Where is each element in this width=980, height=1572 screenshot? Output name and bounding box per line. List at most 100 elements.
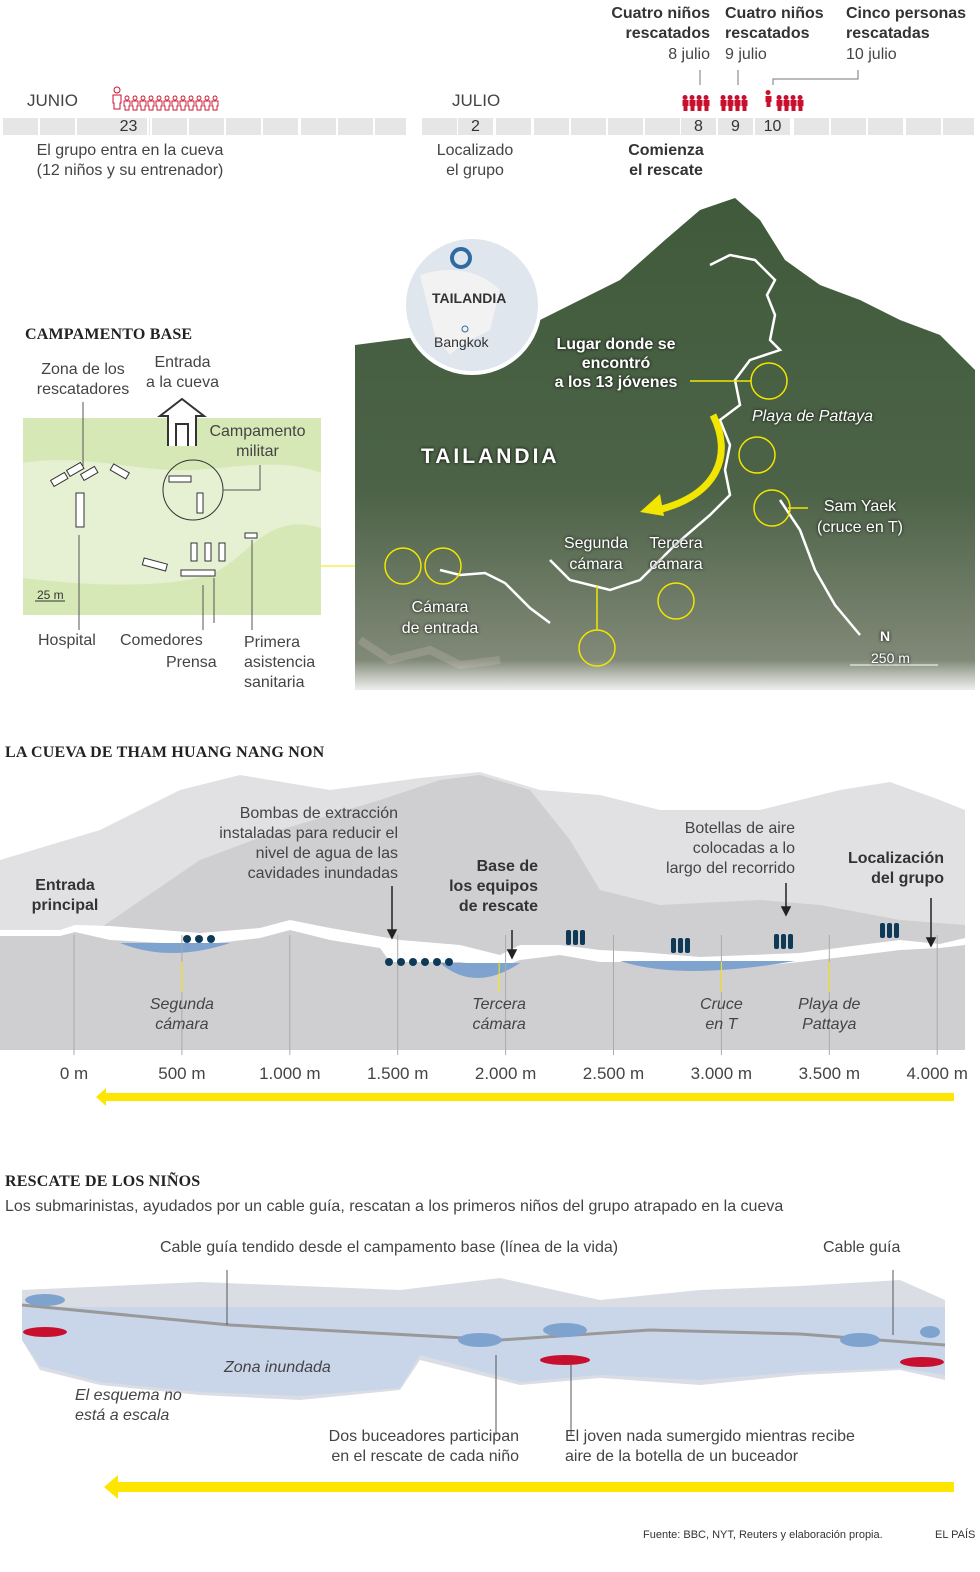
label-cable: Cable guía [823,1239,901,1256]
label-samyaek: Sam Yaek(cruce en T) [817,498,903,536]
event-3-title: Cinco personas rescatadas [846,5,967,42]
timeline-cell [570,118,608,135]
camp-drawing [23,459,321,602]
satellite-map [355,198,975,695]
distance-label: 4.000 m [906,1064,968,1083]
air-tank-icon [678,938,683,953]
timeline-cell [151,118,189,135]
distance-label: 2.000 m [474,1064,537,1083]
rescued-person-icon [783,95,790,111]
day-9: 9 [718,118,755,135]
month-julio: JULIO [452,91,501,110]
north-icon: N [880,628,891,644]
air-tank-icon [894,923,899,938]
distance-label: 1.500 m [366,1064,429,1083]
timeline-cell [868,118,906,135]
timeline-cell [533,118,571,135]
event-1-title: Cuatro niños rescatados [611,5,710,42]
air-tank-icon [580,930,585,945]
inset-city: Bangkok [434,334,489,350]
pump-icons [183,935,453,966]
direction-arrow-bottom [104,1475,954,1499]
timeline-cell [905,118,943,135]
rescued-person-icon [776,95,783,111]
person-icon [155,95,163,111]
timeline-cell [942,118,976,135]
timeline-cell [794,118,831,135]
timeline-cell [608,118,645,135]
timeline-cell [300,118,338,135]
person-icon [147,95,155,111]
location-markers [384,362,808,667]
label-flooded: Zona inundada [224,1359,331,1376]
cave-title: LA CUEVA DE THAM HUANG NANG NON [5,744,325,761]
distance-label: 3.000 m [690,1064,753,1083]
event-2-date: 9 julio [725,46,767,63]
rescue-diagram [21,1270,954,1499]
diver-icons [25,1294,940,1347]
rescued-person-icon [741,95,748,111]
camp-scale: 25 m [37,588,64,602]
route-line [549,253,783,592]
child-icons [23,1327,944,1367]
event-1-date: 8 julio [668,46,710,63]
rescued-person-icon [689,95,696,111]
timeline-cell [263,118,301,135]
person-icon [211,95,219,111]
inset-country: TAILANDIA [432,290,507,306]
camp-leaders [78,397,357,630]
group-people-icon [112,86,219,111]
rescued-person-icon [703,95,710,111]
distance-label: 1.000 m [259,1064,321,1083]
person-icon [179,95,187,111]
person-icon [163,95,171,111]
rescued-person-icon [727,95,734,111]
cave-profile [0,772,965,1106]
person-icon [195,95,203,111]
rescued-person-icon [797,95,804,111]
event-leaders [699,70,859,85]
timeline-cell [831,118,869,135]
rescued-person-icon [720,95,727,111]
timeline-cell [226,118,264,135]
distance-label: 0 m [59,1064,89,1083]
timeline-cell [337,118,375,135]
camp-title: CAMPAMENTO BASE [25,326,193,343]
air-tank-icon [671,938,676,953]
person-icon [139,95,147,111]
day-23: 23 [110,118,149,135]
label-pattaya: Playa de Pattaya [752,408,873,425]
camp-map: 25 m [23,418,321,615]
rescued-person-icon [765,90,772,107]
rescue-subtitle: Los submarinistas, ayudados por un cable… [5,1198,784,1215]
air-tank-icon [774,934,779,949]
brand: EL PAÍS [935,1529,976,1541]
rescue-direction-arrow [657,413,725,514]
distance-label: 3.500 m [798,1064,861,1083]
label-hospital: Hospital [38,632,96,649]
rescued-people-icon [682,90,804,111]
air-tank-icon [887,923,892,938]
distance-label: 2.500 m [582,1064,645,1083]
air-tank-icons [566,923,899,953]
event-3-date: 10 julio [846,46,897,63]
map-country: TAILANDIA [421,445,560,468]
timeline-cell [3,118,40,135]
air-tank-icon [566,930,571,945]
